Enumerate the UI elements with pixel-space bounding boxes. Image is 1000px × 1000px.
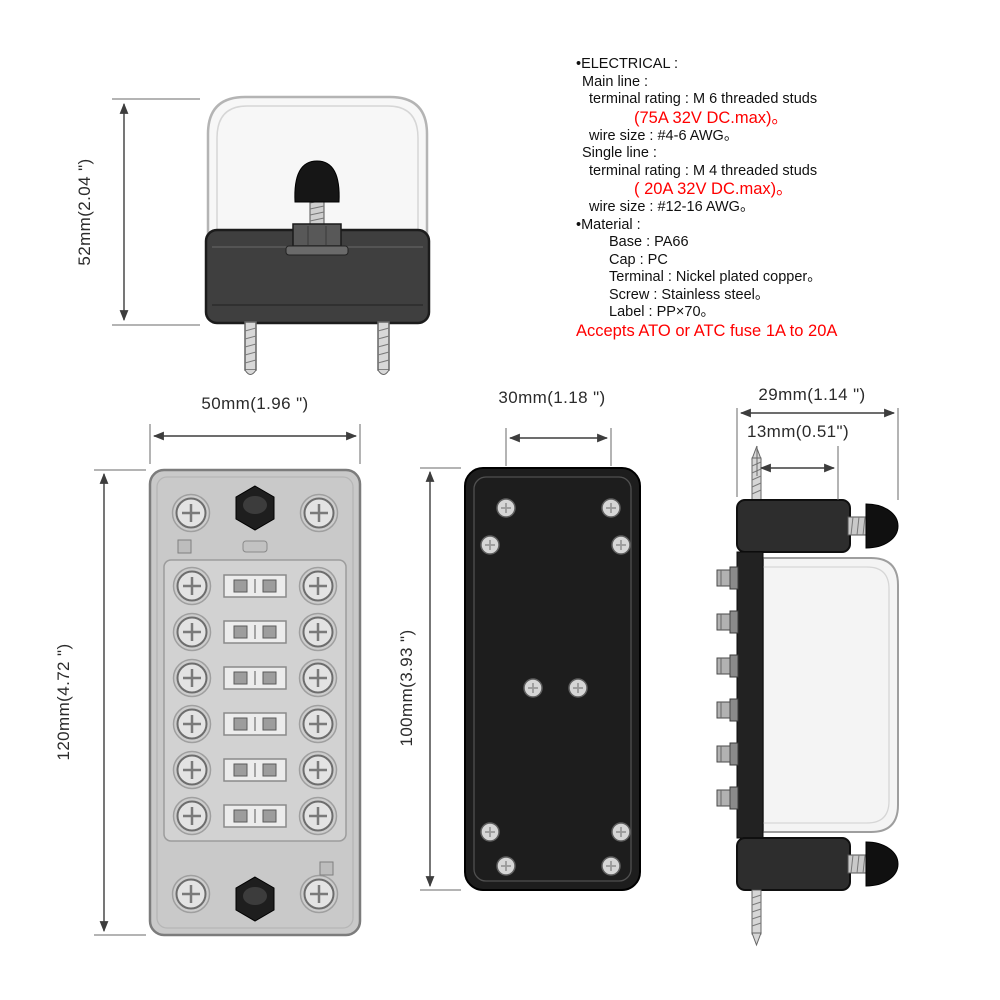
spec-material-cap: Cap : PC: [609, 251, 668, 268]
dimension-label-back-height: 100mm(3.93 "): [397, 629, 416, 747]
front-view-drawing: [94, 424, 362, 937]
spec-header-material: •Material :: [576, 216, 641, 233]
dimension-label-front-height: 120mm(4.72 "): [54, 643, 73, 761]
spec-header-electrical: •ELECTRICAL :: [576, 56, 679, 72]
spec-single-wire-size: wire size : #12-16 AWG。: [589, 199, 755, 215]
top-stud-cap: [847, 503, 899, 549]
dimension-label-side-height: 52mm(2.04 "): [75, 158, 94, 266]
spec-single-line-label: Single line :: [582, 145, 657, 161]
center-stud-assembly: [285, 160, 349, 256]
mounting-stud-left: [244, 321, 257, 375]
spec-main-line-label: Main line :: [582, 73, 649, 90]
spec-text-block: •ELECTRICAL : Main line : terminal ratin…: [576, 56, 936, 341]
dimension-label-sideview-width: 29mm(1.14 "): [758, 385, 866, 404]
bottom-stud-cap: [847, 841, 899, 887]
dimension-label-sideview-offset: 13mm(0.51"): [746, 422, 850, 441]
dimension-50mm-lines: [149, 424, 361, 464]
side-cover: [762, 557, 899, 833]
mounting-stud-right: [377, 321, 390, 375]
dimension-29mm-lines: [736, 408, 899, 500]
side-view-drawing: [716, 408, 899, 947]
spec-main-terminal-rating: terminal rating : M 6 threaded studs: [589, 91, 818, 107]
dimension-52mm-lines: [112, 98, 200, 326]
spec-material-base: Base : PA66: [609, 234, 689, 250]
spec-fuse-compatibility: Accepts ATO or ATC fuse 1A to 20A: [576, 321, 838, 340]
spec-main-rating-max: (75A 32V DC.max)。: [634, 108, 789, 127]
perspective-view-drawing: [112, 95, 431, 375]
dimension-13mm-lines: [756, 446, 839, 500]
dimension-label-back-width: 30mm(1.18 "): [498, 388, 606, 407]
dimension-100mm-lines: [420, 467, 461, 891]
back-body: [464, 467, 641, 891]
side-base-strip: [736, 551, 764, 839]
back-view-drawing: [420, 428, 641, 891]
spec-main-wire-size: wire size : #4-6 AWG。: [589, 127, 739, 144]
spec-single-rating-max: ( 20A 32V DC.max)。: [634, 180, 793, 198]
spec-single-terminal-rating: terminal rating : M 4 threaded studs: [589, 162, 818, 179]
dimension-30mm-lines: [505, 428, 612, 466]
spec-material-label: Label : PP×70。: [609, 304, 716, 320]
spec-material-screw: Screw : Stainless steel。: [609, 286, 770, 303]
spec-material-terminal: Terminal : Nickel plated copper。: [609, 269, 822, 285]
dimension-label-front-width: 50mm(1.96 "): [201, 394, 309, 413]
bottom-screw: [751, 889, 762, 947]
dimension-120mm-lines: [94, 469, 146, 936]
